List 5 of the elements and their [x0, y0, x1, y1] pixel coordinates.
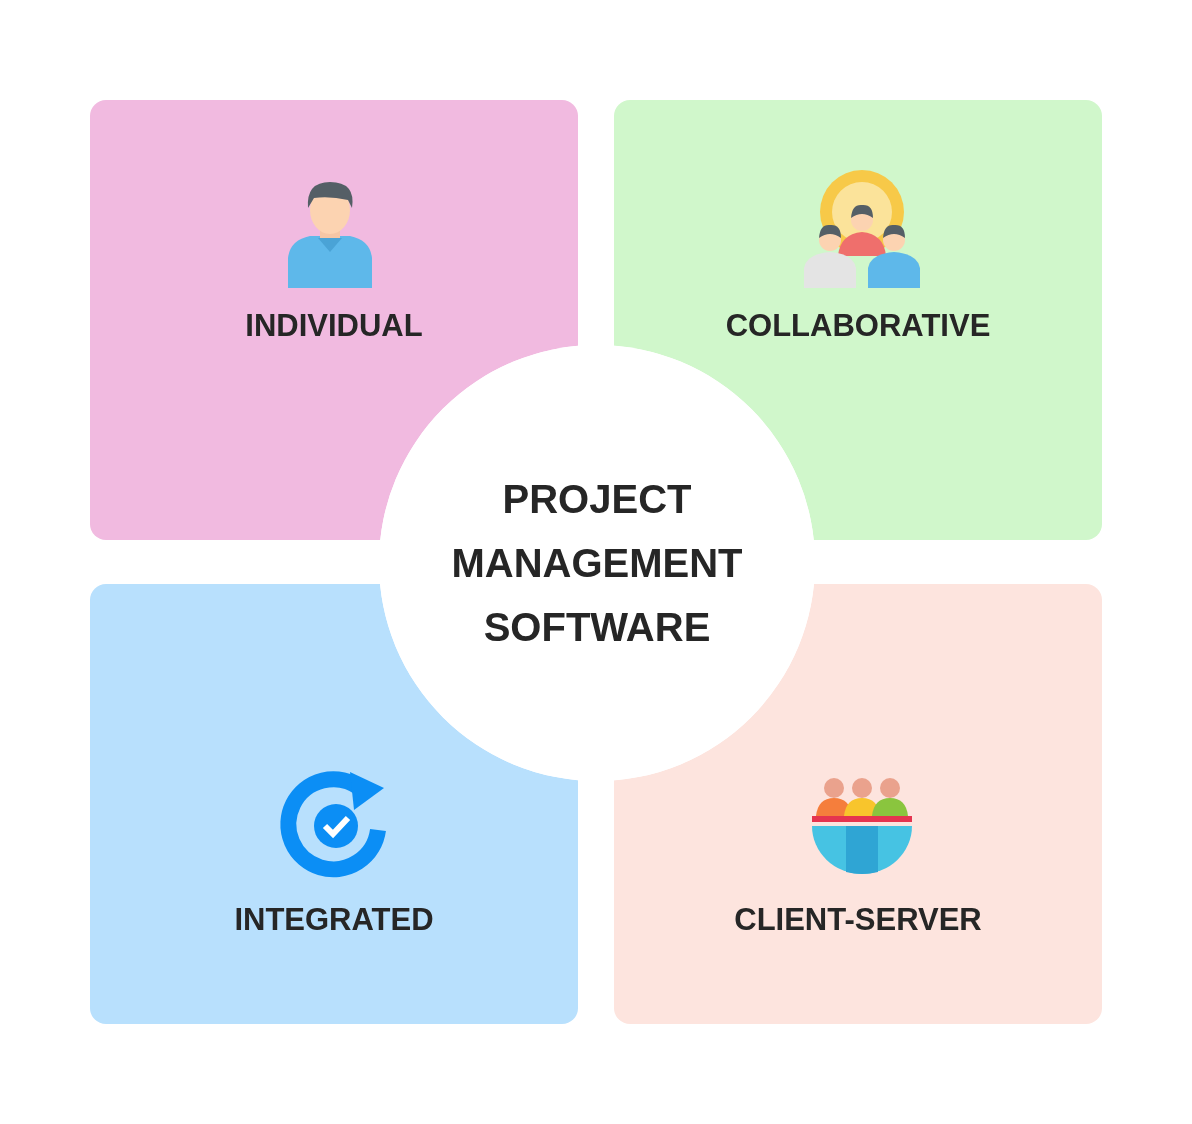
center-title: PROJECT MANAGEMENT SOFTWARE	[450, 476, 744, 651]
card-title: INTEGRATED	[234, 902, 434, 938]
card-title: CLIENT-SERVER	[734, 902, 982, 938]
card-title: INDIVIDUAL	[245, 308, 423, 344]
card-title: COLLABORATIVE	[725, 308, 991, 344]
